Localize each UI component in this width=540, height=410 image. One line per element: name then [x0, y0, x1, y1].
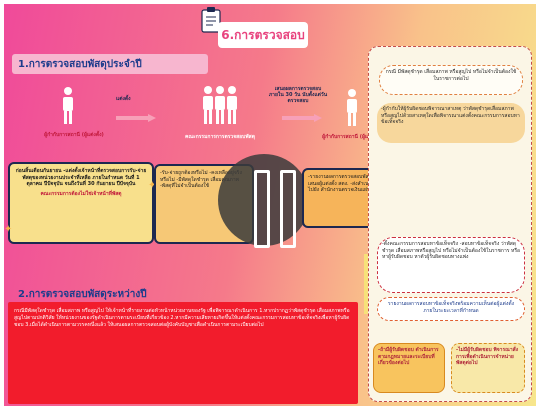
- section2-heading: 2.การตรวจสอบพัสดุระหว่างปี: [18, 288, 147, 300]
- clipboard-icon: [201, 7, 221, 33]
- page-title: 6.การตรวจสอบ: [218, 22, 308, 48]
- step1-note: คณะกรรมการต้องไม่ใช่เจ้าหน้าที่พัสดุ: [40, 190, 122, 197]
- appoint-label: แต่งตั้ง: [116, 96, 131, 102]
- fact-finding-box: -ตั้งคณะกรรมการสอบหาข้อเท็จจริง -สอบหาข้…: [377, 237, 525, 293]
- report-note: เสนอผลการตรวจสอบภายใน 30 วัน นับตั้งแต่ว…: [268, 86, 328, 104]
- no-responsible-box: -ไม่มีผู้รับผิดชอบ พิจารณาสั่งการเพื่อดำ…: [451, 343, 525, 393]
- head2-label: ผู้กำกับการสถานี (ผู้แต่งตั้ง): [322, 134, 382, 140]
- section1-heading: 1.การตรวจสอบพัสดุประจำปี: [12, 54, 208, 74]
- case-box: กรณี มีพัสดุชำรุด เสื่อมสภาพ หรือสูญไป ห…: [379, 65, 523, 95]
- director-review-box: -ผู้กำกับให้ผู้รับผิดชอบพิจารณาสาเหตุ ว่…: [377, 103, 525, 143]
- step3-text: -รายงานผลการตรวจสอบพัสดุประจำปี เสนอผู้แ…: [308, 174, 391, 193]
- step1-text: ก่อนสิ้นเดือนกันยายน -แต่งตั้งเจ้าหน้าที…: [15, 168, 147, 187]
- star-icon: ✦: [4, 224, 13, 235]
- person-icon: [63, 87, 73, 124]
- star-icon: ✦: [148, 180, 157, 191]
- bracket-shape: [254, 170, 270, 248]
- arrow-icon: [282, 114, 322, 122]
- head1-label: ผู้กำกับการสถานี (ผู้แต่งตั้ง): [44, 132, 104, 138]
- bracket-shape: [280, 170, 296, 248]
- committee-icon: [203, 86, 237, 124]
- right-flow-panel: กรณี มีพัสดุชำรุด เสื่อมสภาพ หรือสูญไป ห…: [368, 46, 532, 402]
- committee-label: คณะกรรมการการตรวจสอบพัสดุ: [185, 134, 255, 140]
- section2-panel: กรณีมีพัสดุใดชำรุด เสื่อมสภาพ หรือสูญไป …: [8, 302, 358, 404]
- section2-text: กรณีมีพัสดุใดชำรุด เสื่อมสภาพ หรือสูญไป …: [14, 308, 350, 328]
- report-result-box: รายงานผลการสอบหาข้อเท็จจริงพร้อมความเห็น…: [377, 297, 525, 321]
- infographic-canvas: 6.การตรวจสอบ 1.การตรวจสอบพัสดุประจำปี ผู…: [4, 4, 536, 406]
- arrow-icon: [116, 114, 156, 122]
- step1-box: ก่อนสิ้นเดือนกันยายน -แต่งตั้งเจ้าหน้าที…: [8, 162, 154, 244]
- step2-text: -รับ-จ่ายถูกต้องหรือไม่ -คงเหลืออยู่จริง…: [160, 170, 242, 189]
- accent-bar: [364, 254, 370, 314]
- responsible-box: -ถ้ามีผู้รับผิดชอบ ดำเนินการตามกฎหมายและ…: [373, 343, 445, 393]
- person-icon: [347, 89, 357, 126]
